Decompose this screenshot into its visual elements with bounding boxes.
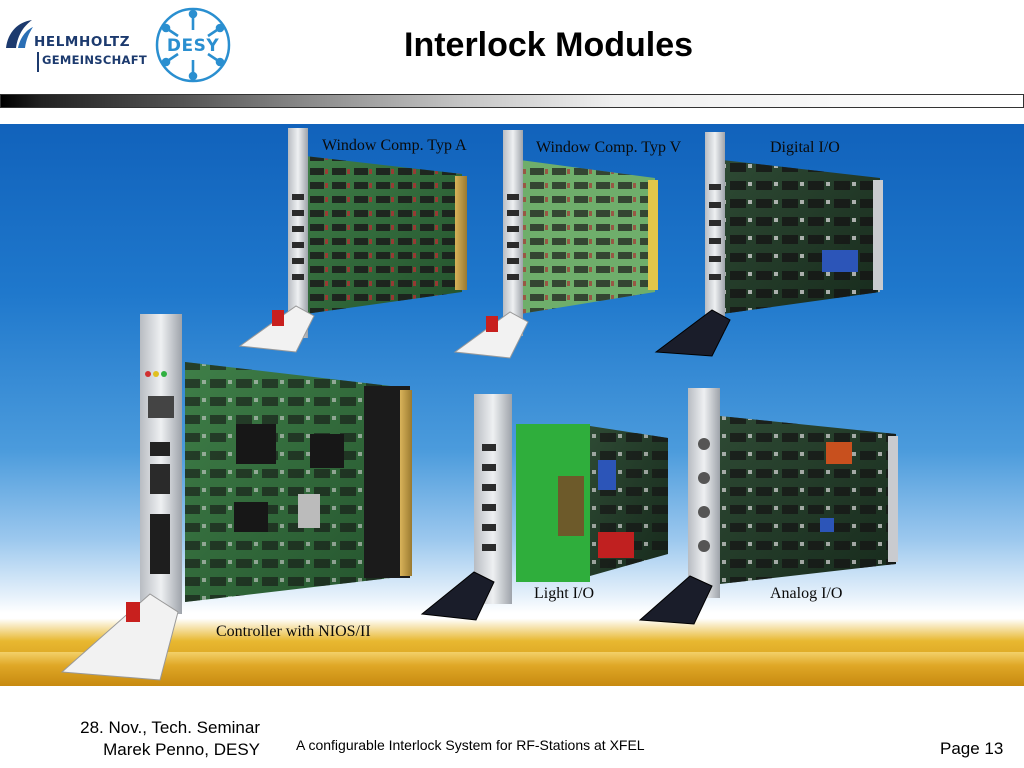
digital-io-card [654, 132, 883, 357]
caption-window-comp-v: Window Comp. Typ V [536, 139, 682, 156]
desy-logo-icon [155, 7, 231, 83]
helmholtz-logo-icon [6, 20, 33, 48]
caption-controller: Controller with NIOS/II [216, 623, 371, 640]
caption-digital-io: Digital I/O [770, 139, 840, 156]
modules-photo: Window Comp. Typ A Window Comp. Typ V Di… [0, 124, 1024, 686]
footer-author: Marek Penno, DESY [103, 740, 260, 759]
desy-logo: DESY [154, 6, 232, 84]
desy-wordmark: DESY [166, 36, 220, 56]
helmholtz-divider [37, 52, 39, 72]
caption-analog-io: Analog I/O [770, 585, 843, 602]
window-comp-v-card [453, 130, 658, 359]
analog-io-card [638, 388, 898, 625]
caption-window-comp-a: Window Comp. Typ A [322, 137, 467, 154]
light-io-card [420, 394, 668, 621]
footer-talk-title: A configurable Interlock System for RF-S… [296, 737, 645, 753]
helmholtz-logo: HELMHOLTZ GEMEINSCHAFT [4, 18, 154, 76]
window-comp-a-card [238, 128, 467, 353]
footer-presenter: 28. Nov., Tech. Seminar Marek Penno, DES… [20, 717, 260, 761]
controller-card [60, 314, 412, 681]
helmholtz-wordmark-line2: GEMEINSCHAFT [42, 53, 148, 67]
slide-title: Interlock Modules [404, 26, 694, 64]
caption-light-io: Light I/O [534, 585, 594, 602]
footer-event: 28. Nov., Tech. Seminar [80, 718, 260, 737]
header-gradient-rule [0, 94, 1024, 108]
helmholtz-wordmark-line1: HELMHOLTZ [34, 34, 131, 50]
modules-illustration [60, 128, 898, 681]
footer-page-number: Page 13 [940, 739, 1004, 758]
photo-floor [0, 652, 1024, 686]
